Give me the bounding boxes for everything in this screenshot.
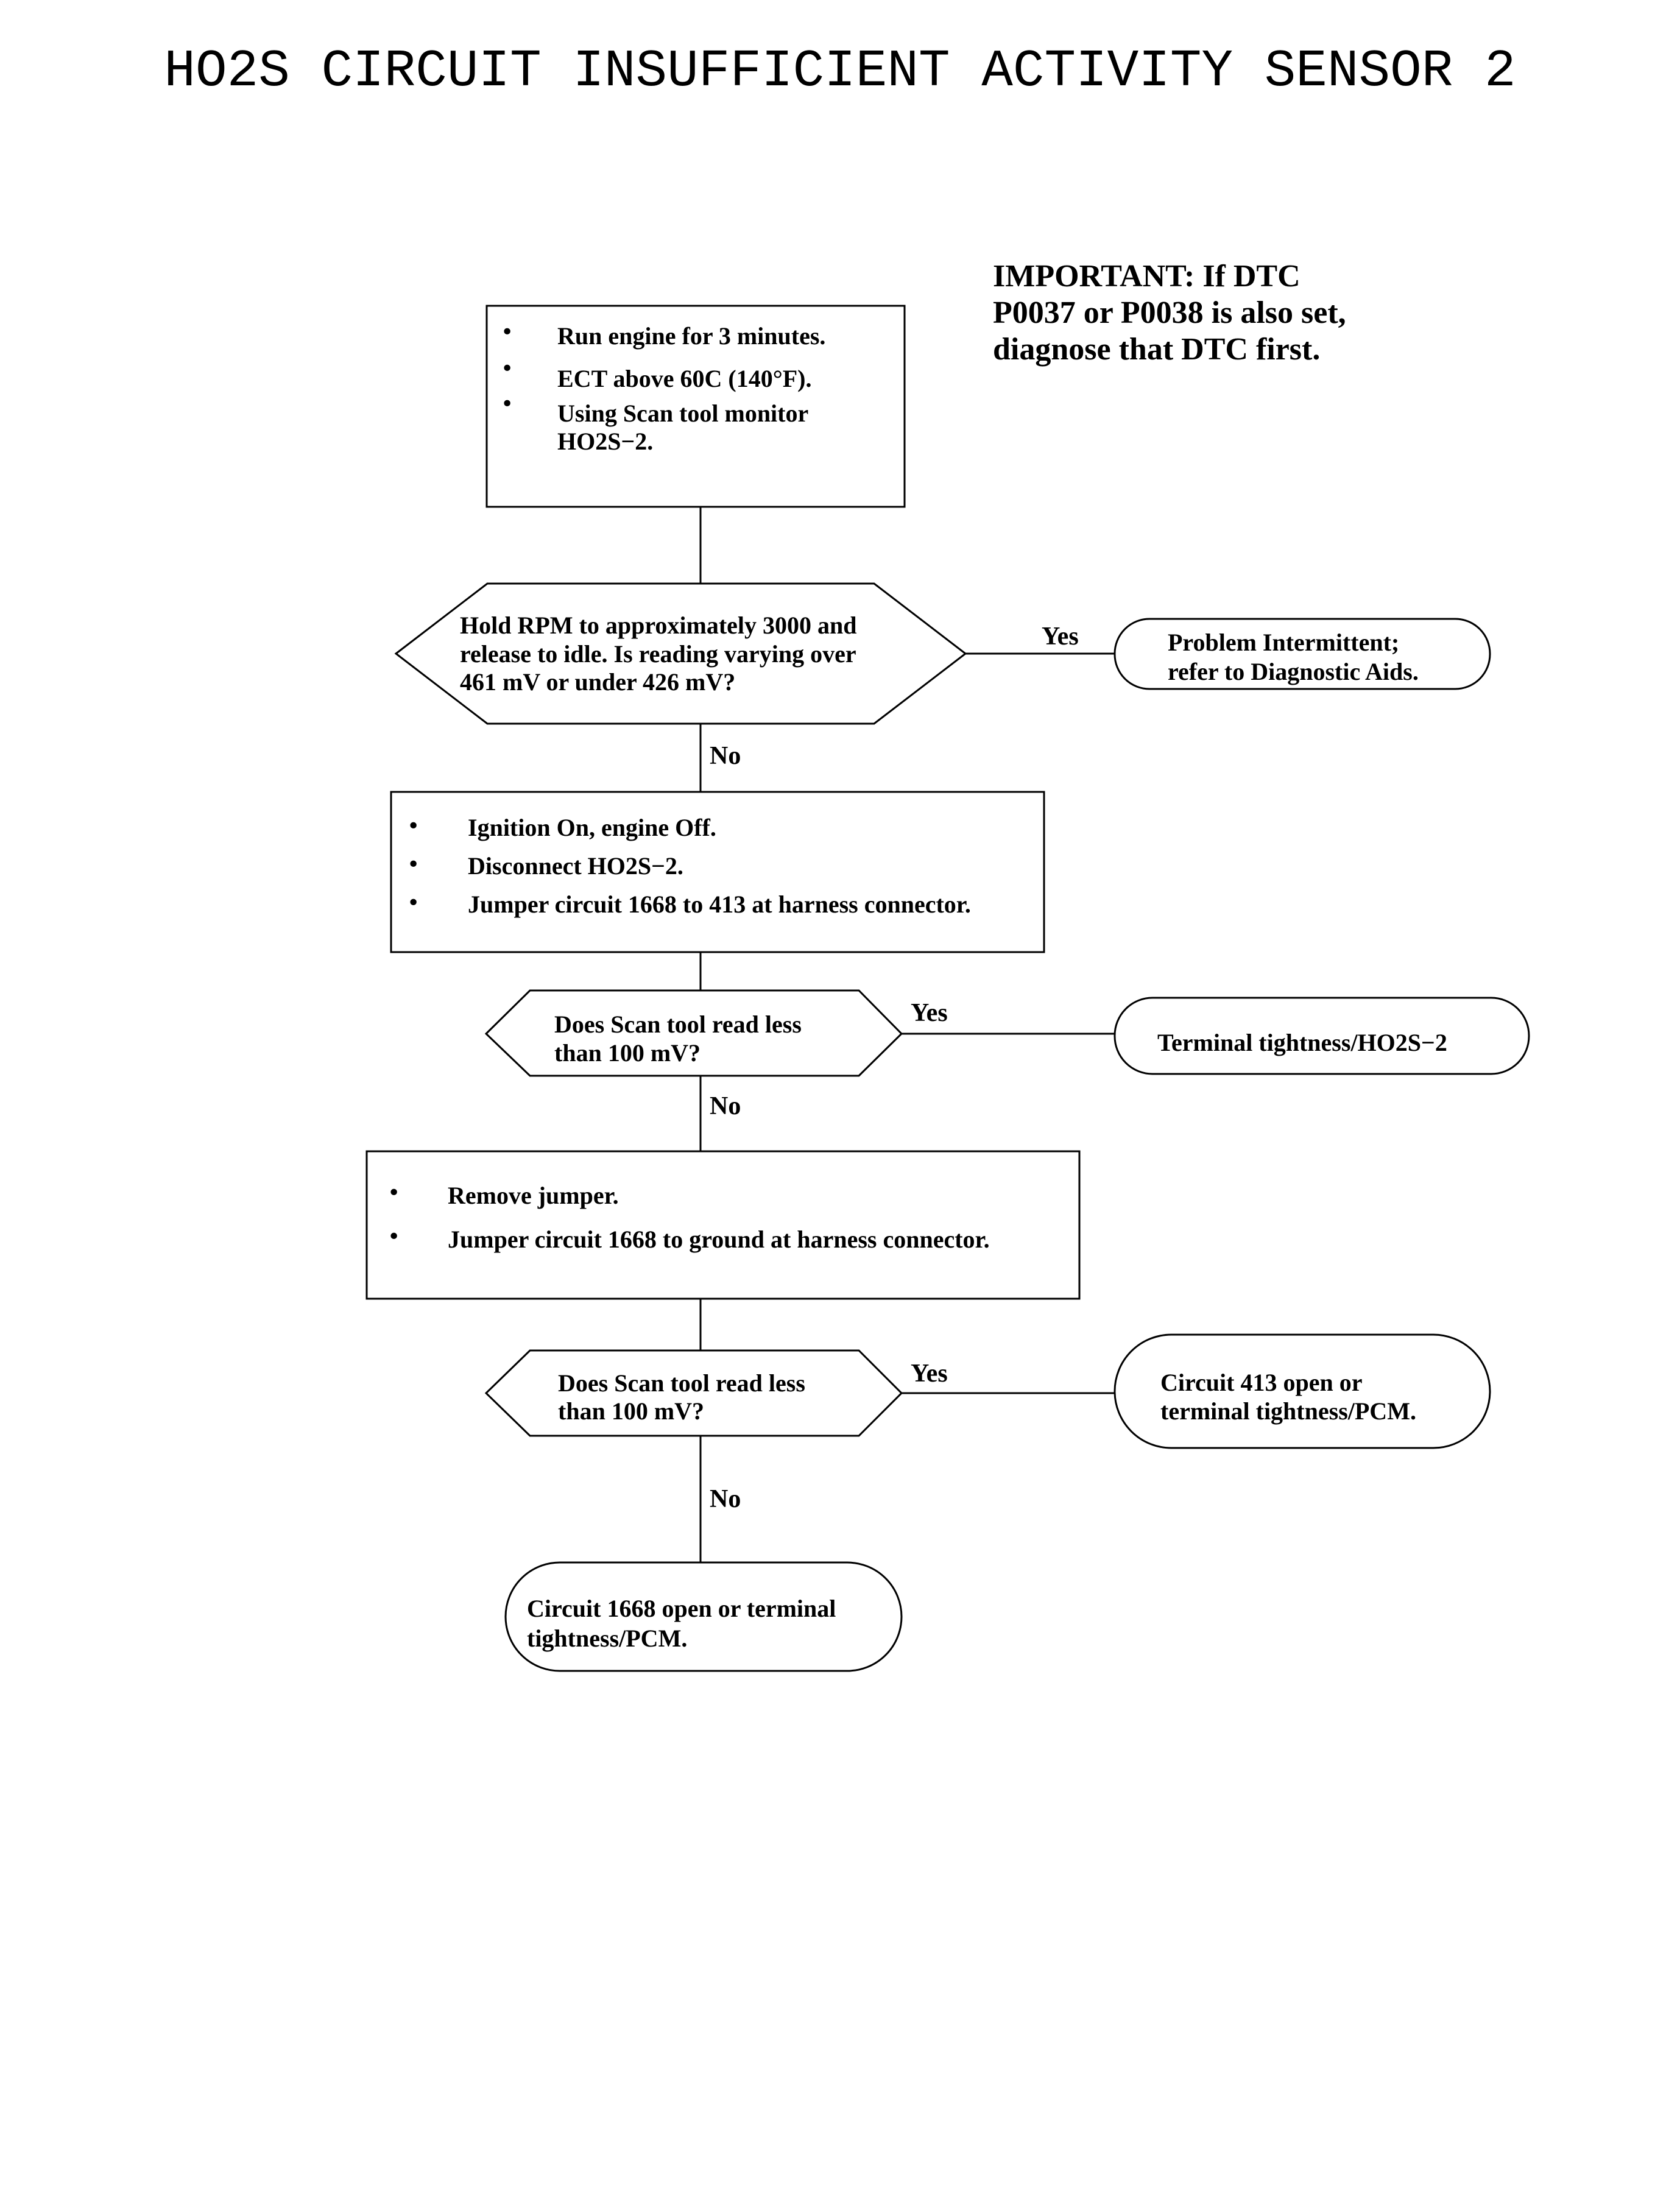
step2-box-frame xyxy=(390,791,1045,953)
result4-line: tightness/PCM. xyxy=(527,1625,687,1652)
decision2-hexagon xyxy=(484,989,903,1077)
step2-item: Ignition On, engine Off. xyxy=(468,814,716,841)
decision2-line: Does Scan tool read less xyxy=(554,1011,802,1038)
decision1-no-label: No xyxy=(710,742,741,770)
bullet-icon: • xyxy=(407,891,420,916)
result4-terminator xyxy=(504,1561,903,1672)
result1-line: refer to Diagnostic Aids. xyxy=(1168,658,1419,685)
connectors xyxy=(699,507,1115,1562)
step3-box: • Remove jumper. • Jumper circuit 1668 t… xyxy=(365,1150,1081,1300)
result2: Terminal tightness/HO2S−2 xyxy=(1114,997,1530,1075)
decision2: Does Scan tool read less than 100 mV? xyxy=(484,989,903,1077)
bullet-icon: • xyxy=(407,852,420,877)
step1-box-frame xyxy=(485,305,906,508)
result3: Circuit 413 open or terminal tightness/P… xyxy=(1114,1333,1491,1449)
step3-item: Jumper circuit 1668 to ground at harness… xyxy=(448,1226,990,1253)
bullet-icon: • xyxy=(387,1224,400,1249)
decision1-hexagon xyxy=(394,582,967,725)
decision1-line: 461 mV or under 426 mV? xyxy=(460,668,735,696)
step1-item: HO2S−2. xyxy=(557,428,653,455)
step2-box: • Ignition On, engine Off. • Disconnect … xyxy=(390,791,1045,953)
decision2-no-label: No xyxy=(710,1092,741,1120)
decision3-yes-label: Yes xyxy=(911,1360,948,1388)
result3-line: Circuit 413 open or xyxy=(1160,1369,1362,1396)
important-note-line: P0037 or P0038 is also set, xyxy=(993,295,1346,330)
step3-box-frame xyxy=(365,1150,1081,1300)
bullet-icon: • xyxy=(501,392,514,417)
step1-box: • Run engine for 3 minutes. • ECT above … xyxy=(485,305,906,508)
decision1-line: release to idle. Is reading varying over xyxy=(460,640,856,668)
important-note-line: diagnose that DTC first. xyxy=(993,332,1320,367)
decision1: Hold RPM to approximately 3000 and relea… xyxy=(394,582,967,725)
result1-line: Problem Intermittent; xyxy=(1168,629,1399,656)
decision1-yes-label: Yes xyxy=(1042,623,1079,651)
bullet-icon: • xyxy=(387,1181,400,1206)
bullet-icon: • xyxy=(501,320,514,345)
page-title: HO2S CIRCUIT INSUFFICIENT ACTIVITY SENSO… xyxy=(164,41,1516,101)
step2-item: Jumper circuit 1668 to 413 at harness co… xyxy=(468,891,971,918)
step1-item: Using Scan tool monitor xyxy=(557,400,808,427)
result1-terminator xyxy=(1114,618,1491,690)
decision2-yes-label: Yes xyxy=(911,999,948,1027)
step3-item: Remove jumper. xyxy=(448,1182,619,1209)
decision3-line: Does Scan tool read less xyxy=(558,1369,805,1397)
result3-line: terminal tightness/PCM. xyxy=(1160,1397,1416,1425)
bullet-icon: • xyxy=(407,814,420,839)
result3-terminator xyxy=(1114,1333,1491,1449)
decision3: Does Scan tool read less than 100 mV? xyxy=(484,1349,903,1437)
bullet-icon: • xyxy=(501,356,514,381)
important-note-line: IMPORTANT: If DTC xyxy=(993,259,1301,294)
result2-line: Terminal tightness/HO2S−2 xyxy=(1157,1029,1447,1056)
decision3-no-label: No xyxy=(710,1485,741,1513)
important-note: IMPORTANT: If DTC P0037 or P0038 is also… xyxy=(993,259,1346,367)
result1: Problem Intermittent; refer to Diagnosti… xyxy=(1114,618,1491,690)
result4-line: Circuit 1668 open or terminal xyxy=(527,1595,836,1622)
step1-item: Run engine for 3 minutes. xyxy=(557,322,825,350)
decision1-line: Hold RPM to approximately 3000 and xyxy=(460,612,857,639)
step1-item: ECT above 60C (140°F). xyxy=(557,365,811,392)
result4: Circuit 1668 open or terminal tightness/… xyxy=(504,1561,903,1672)
step2-item: Disconnect HO2S−2. xyxy=(468,852,683,880)
result2-terminator xyxy=(1114,997,1530,1075)
decision3-line: than 100 mV? xyxy=(558,1397,704,1425)
decision2-line: than 100 mV? xyxy=(554,1039,701,1067)
decision3-hexagon xyxy=(484,1349,903,1437)
